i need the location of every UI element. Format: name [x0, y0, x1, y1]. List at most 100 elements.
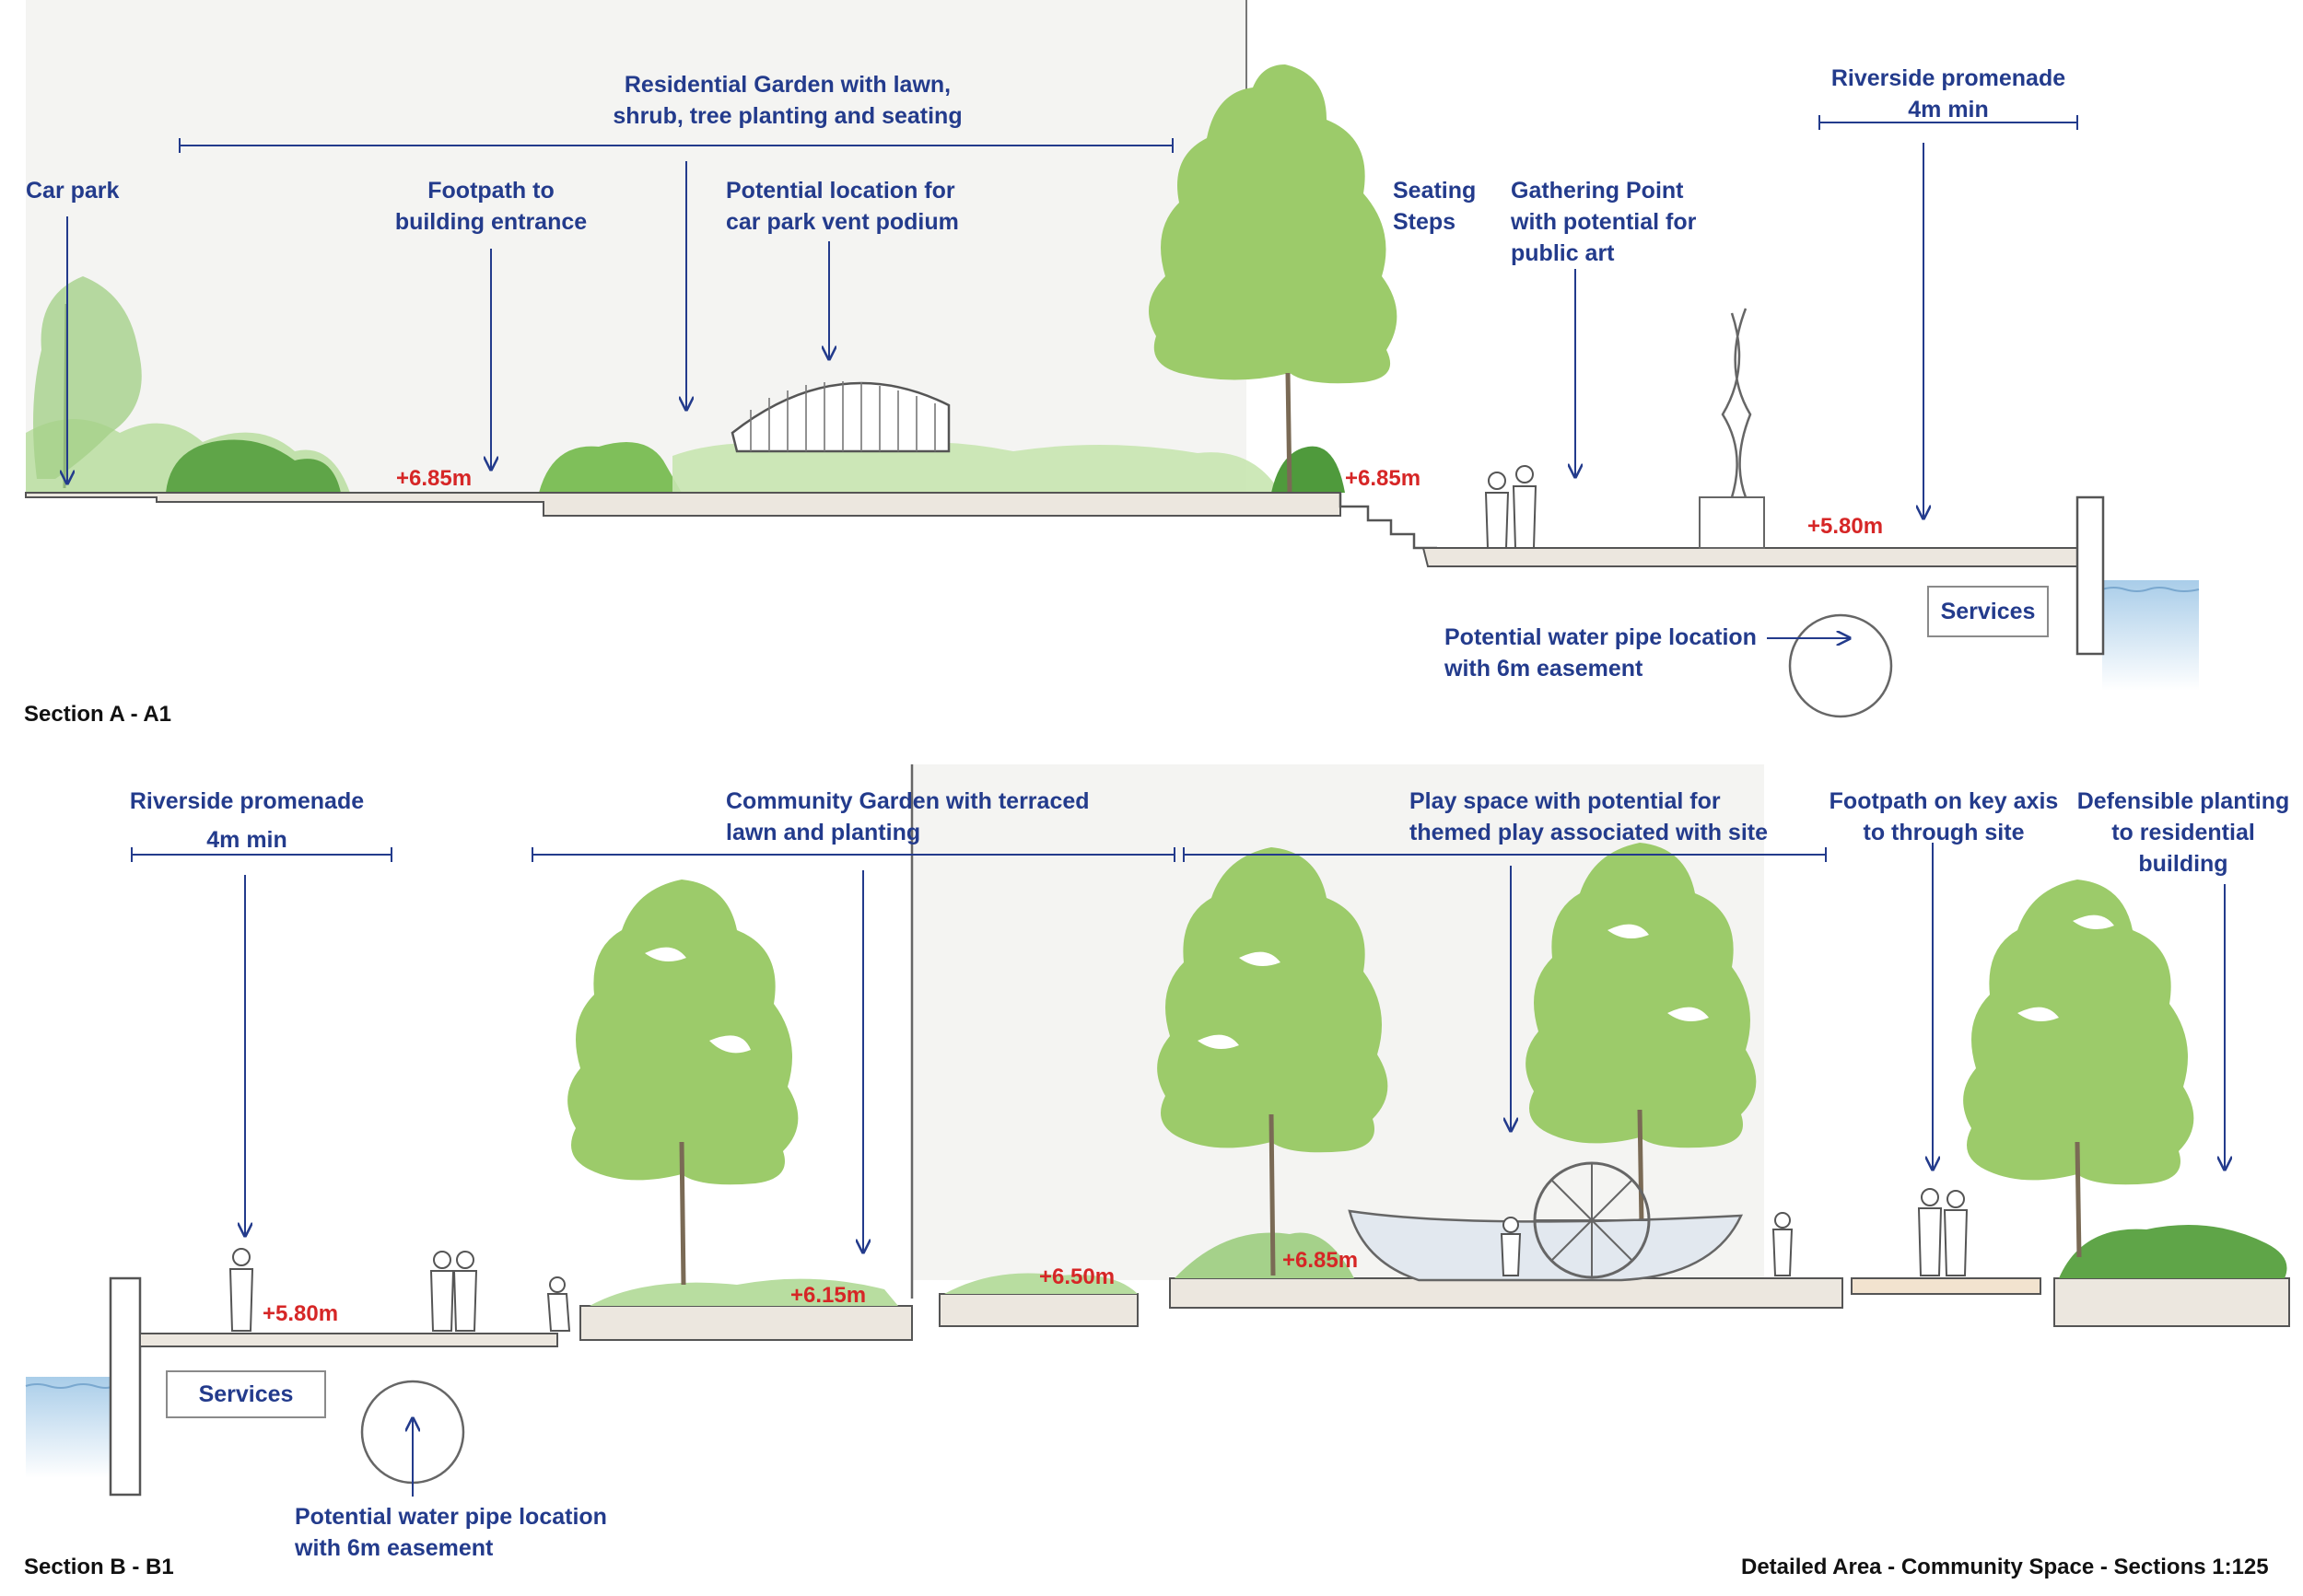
- undergrowth-a3: [672, 442, 1280, 493]
- ground-b-footpath: [1851, 1277, 2041, 1295]
- label-gathering-line2: with potential for: [1511, 209, 1697, 235]
- tree-b2: [1157, 847, 1388, 1276]
- river-wall-a: [2075, 495, 2105, 656]
- people-b: [228, 1188, 1969, 1332]
- level-b-1: +5.80m: [263, 1301, 339, 1326]
- label-steps-line1: Seating: [1393, 178, 1477, 204]
- label-defensible-planting: Defensible planting to residential build…: [2073, 786, 2294, 880]
- public-art: [1721, 308, 1752, 498]
- label-footpath-key-axis: Footpath on key axis to through site: [1819, 786, 2068, 848]
- undergrowth-a2: [539, 442, 682, 493]
- sheet-caption: Detailed Area - Community Space - Sectio…: [1741, 1555, 2269, 1579]
- ground-b-play: [1169, 1277, 1843, 1309]
- label-footpath-entrance: Footpath to building entrance: [362, 175, 620, 238]
- tree-b3: [1526, 843, 1757, 1226]
- label-community-garden: Community Garden with terraced lawn and …: [726, 786, 1090, 848]
- label-defensible-line3: building: [2138, 851, 2228, 877]
- label-play-space: Play space with potential for themed pla…: [1409, 786, 1768, 848]
- public-art-plinth: [1699, 496, 1765, 549]
- services-box-b: Services: [166, 1370, 326, 1418]
- planting-b4: [2059, 1225, 2287, 1278]
- label-promenade-a-line2: 4m min: [1908, 97, 1989, 122]
- section-b-drawing: [25, 764, 2290, 1497]
- water-b: [26, 1377, 113, 1478]
- tree-a-canopy: [1149, 64, 1397, 384]
- label-defensible-line1: Defensible planting: [2076, 788, 2290, 814]
- label-residential-garden: Residential Garden with lawn, shrub, tre…: [590, 69, 986, 132]
- label-promenade-a-line1: Riverside promenade: [1830, 65, 2066, 91]
- label-water-a-line2: with 6m easement: [1444, 656, 1643, 682]
- label-gathering-point: Gathering Point with potential for publi…: [1511, 175, 1696, 269]
- label-community-line2: lawn and planting: [726, 820, 921, 845]
- label-water-b-line2: with 6m easement: [295, 1535, 494, 1561]
- water-a: [2102, 580, 2199, 691]
- play-wheel-spokes: [1535, 1163, 1649, 1277]
- label-riverside-promenade-b: Riverside promenade 4m min: [109, 786, 385, 856]
- level-a-3: +5.80m: [1807, 514, 1884, 539]
- label-footpath-line2: building entrance: [394, 209, 588, 235]
- label-water-b-line1: Potential water pipe location: [295, 1504, 607, 1530]
- label-footpath-b-line2: to through site: [1863, 820, 2025, 845]
- label-gathering-line1: Gathering Point: [1511, 178, 1684, 204]
- ground-b-garden: [579, 1305, 913, 1341]
- level-b-2: +6.15m: [790, 1283, 867, 1308]
- section-a-title: Section A - A1: [24, 702, 172, 727]
- planting-b3: [1175, 1232, 1354, 1278]
- level-b-3: +6.50m: [1039, 1264, 1116, 1289]
- vent-podium: [731, 381, 951, 453]
- services-box-a: Services: [1927, 586, 2049, 637]
- label-promenade-b-line1: Riverside promenade: [129, 788, 365, 814]
- ground-a-lower: [1421, 547, 2078, 567]
- section-b-title: Section B - B1: [24, 1555, 174, 1579]
- carpark-tree-trunk: [63, 303, 68, 489]
- label-car-park: Car park: [26, 178, 120, 204]
- label-water-a-line1: Potential water pipe location: [1444, 624, 1757, 650]
- label-riverside-promenade-a: Riverside promenade 4m min: [1806, 63, 2091, 125]
- ground-b-promenade: [139, 1333, 558, 1347]
- label-gathering-line3: public art: [1511, 240, 1615, 266]
- ground-b-defensible: [2053, 1277, 2290, 1327]
- label-vent-line1: Potential location for: [726, 178, 955, 204]
- shrub-a2: [1271, 446, 1345, 493]
- water-pipe-a: [1788, 613, 1893, 718]
- ground-a-upper: [25, 492, 1341, 517]
- river-wall-b: [109, 1276, 142, 1497]
- tree-b4: [1963, 880, 2194, 1258]
- label-play-line2: themed play associated with site: [1409, 820, 1769, 845]
- label-garden-line1: Residential Garden with lawn,: [624, 72, 952, 98]
- people-a: [1484, 465, 1537, 549]
- water-a-surface: [2101, 587, 2200, 592]
- level-b-4: +6.85m: [1282, 1248, 1359, 1273]
- tree-b1: [567, 880, 799, 1286]
- shrub-a1: [166, 439, 341, 493]
- planting-b2: [944, 1273, 1138, 1294]
- label-footpath-b-line1: Footpath on key axis: [1829, 788, 2059, 814]
- carpark-tree: [33, 276, 142, 479]
- tree-a-trunk: [1285, 372, 1292, 494]
- planting-b1: [590, 1278, 898, 1306]
- ground-b-terrace: [939, 1293, 1139, 1327]
- label-footpath-line1: Footpath to: [427, 178, 555, 204]
- label-seating-steps: Seating Steps: [1393, 175, 1476, 238]
- level-a-1: +6.85m: [396, 466, 473, 491]
- level-a-2: +6.85m: [1345, 466, 1421, 491]
- label-water-pipe-a: Potential water pipe location with 6m ea…: [1444, 622, 1757, 684]
- play-boat: [1348, 1209, 1744, 1282]
- annotations-b: [131, 843, 2225, 1497]
- annotations-a: [67, 115, 2078, 638]
- label-garden-line2: shrub, tree planting and seating: [613, 103, 963, 129]
- label-play-line1: Play space with potential for: [1409, 788, 1721, 814]
- water-b-surface: [25, 1383, 114, 1389]
- label-community-line1: Community Garden with terraced: [726, 788, 1090, 814]
- seating-steps: [1339, 493, 1437, 550]
- vent-slats: [750, 381, 936, 451]
- label-water-pipe-b: Potential water pipe location with 6m ea…: [295, 1501, 607, 1564]
- label-defensible-line2: to residential: [2111, 820, 2255, 845]
- label-vent-line2: car park vent podium: [726, 209, 959, 235]
- section-a-drawing: [25, 0, 2200, 718]
- label-promenade-b-line2: 4m min: [206, 827, 287, 853]
- building-a: [26, 0, 1246, 493]
- label-steps-line2: Steps: [1393, 209, 1456, 235]
